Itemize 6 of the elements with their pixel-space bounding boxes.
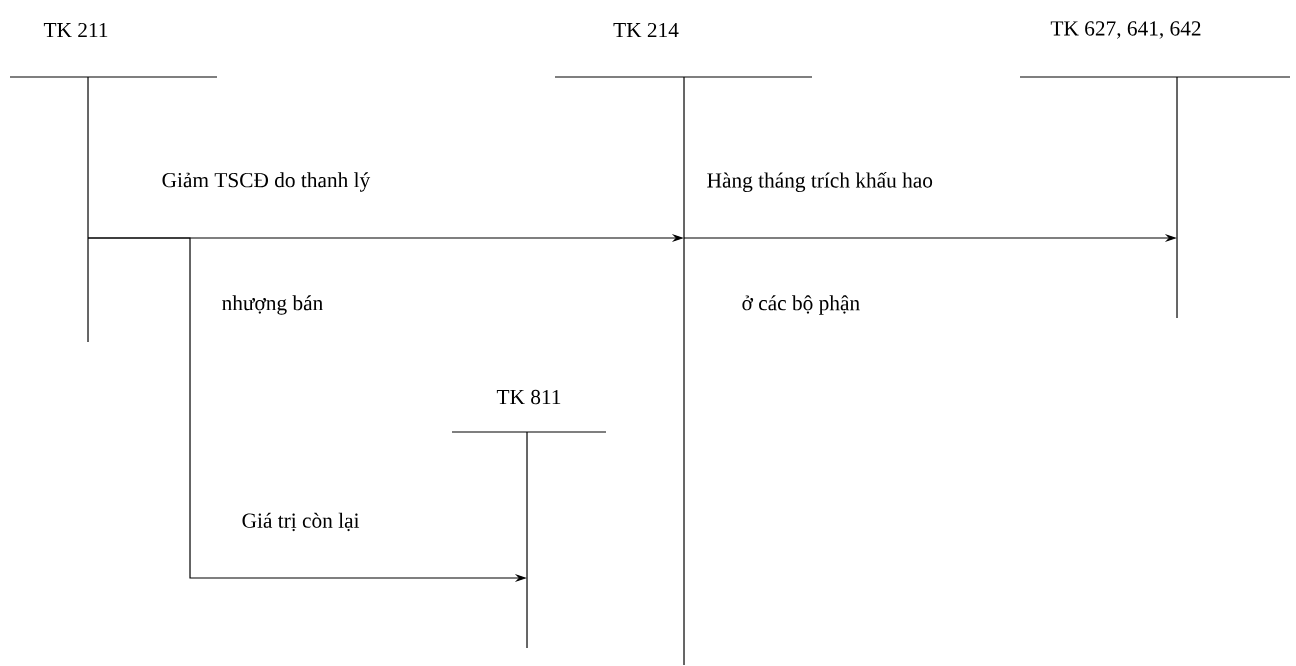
label: ở các bộ phận (742, 295, 860, 315)
edge-label: Giảm TSCĐ do thanh lý (162, 172, 371, 192)
t-account: TK 811 (451, 389, 607, 649)
edge-label: Hàng tháng trích khấu hao (707, 171, 933, 192)
edge-label: Giá trị còn lại (242, 512, 360, 532)
t-account: TK 627, 641, 642 (1019, 21, 1291, 319)
